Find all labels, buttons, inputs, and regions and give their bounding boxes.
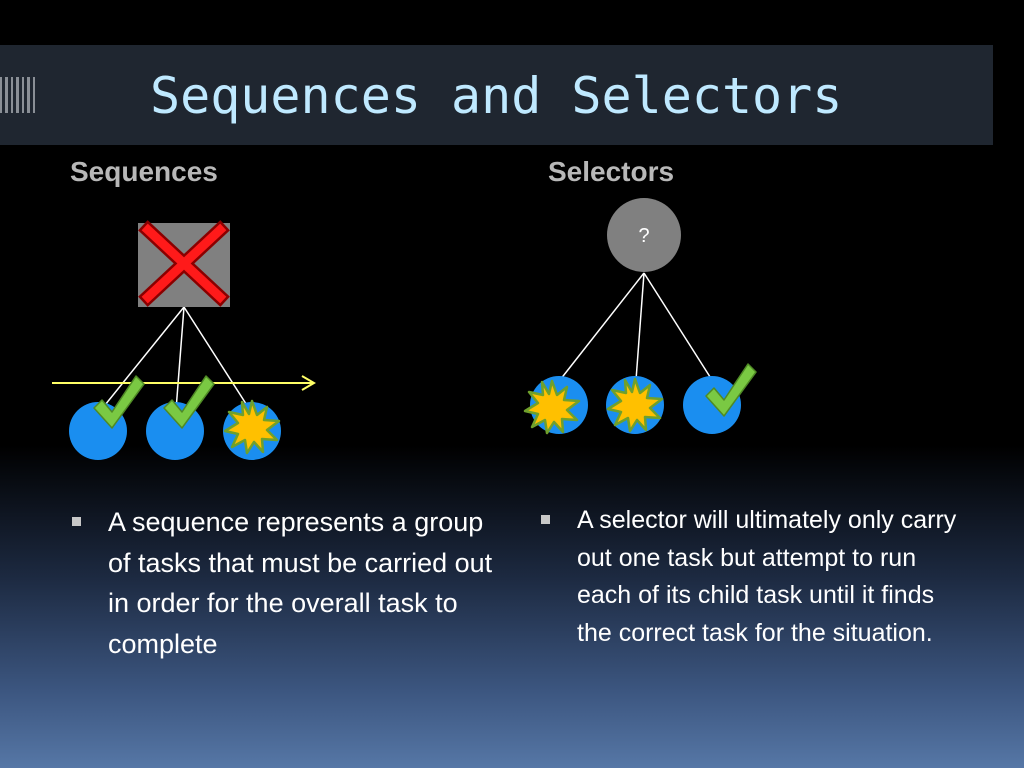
title-stripes-decoration [0,77,35,113]
selector-root-label: ? [638,225,649,247]
selectors-description: A selector will ultimately only carry ou… [577,506,957,647]
selector-child-node-3 [683,376,741,434]
selector-root-node [607,198,681,272]
selector-edge-2 [635,272,645,381]
selectors-heading: Selectors [548,156,675,187]
selector-edge-3 [643,272,713,381]
bullet-marker [541,515,550,524]
sequences-heading: Sequences [70,156,218,187]
slide-title: Sequences and Selectors [150,67,843,125]
sequence-tree [52,220,316,460]
bullet-marker [72,517,81,526]
title-bar: Sequences and Selectors [0,45,993,145]
sequence-edge-1 [100,306,185,411]
red-x-icon [138,220,230,307]
selector-edge-1 [559,272,645,381]
sequences-description: A sequence represents a group of tasks t… [108,507,493,659]
arrow-right-icon [52,375,316,391]
sequence-edge-2 [175,306,185,411]
sequence-edge-3 [183,306,251,411]
selector-tree: ? [523,198,757,435]
